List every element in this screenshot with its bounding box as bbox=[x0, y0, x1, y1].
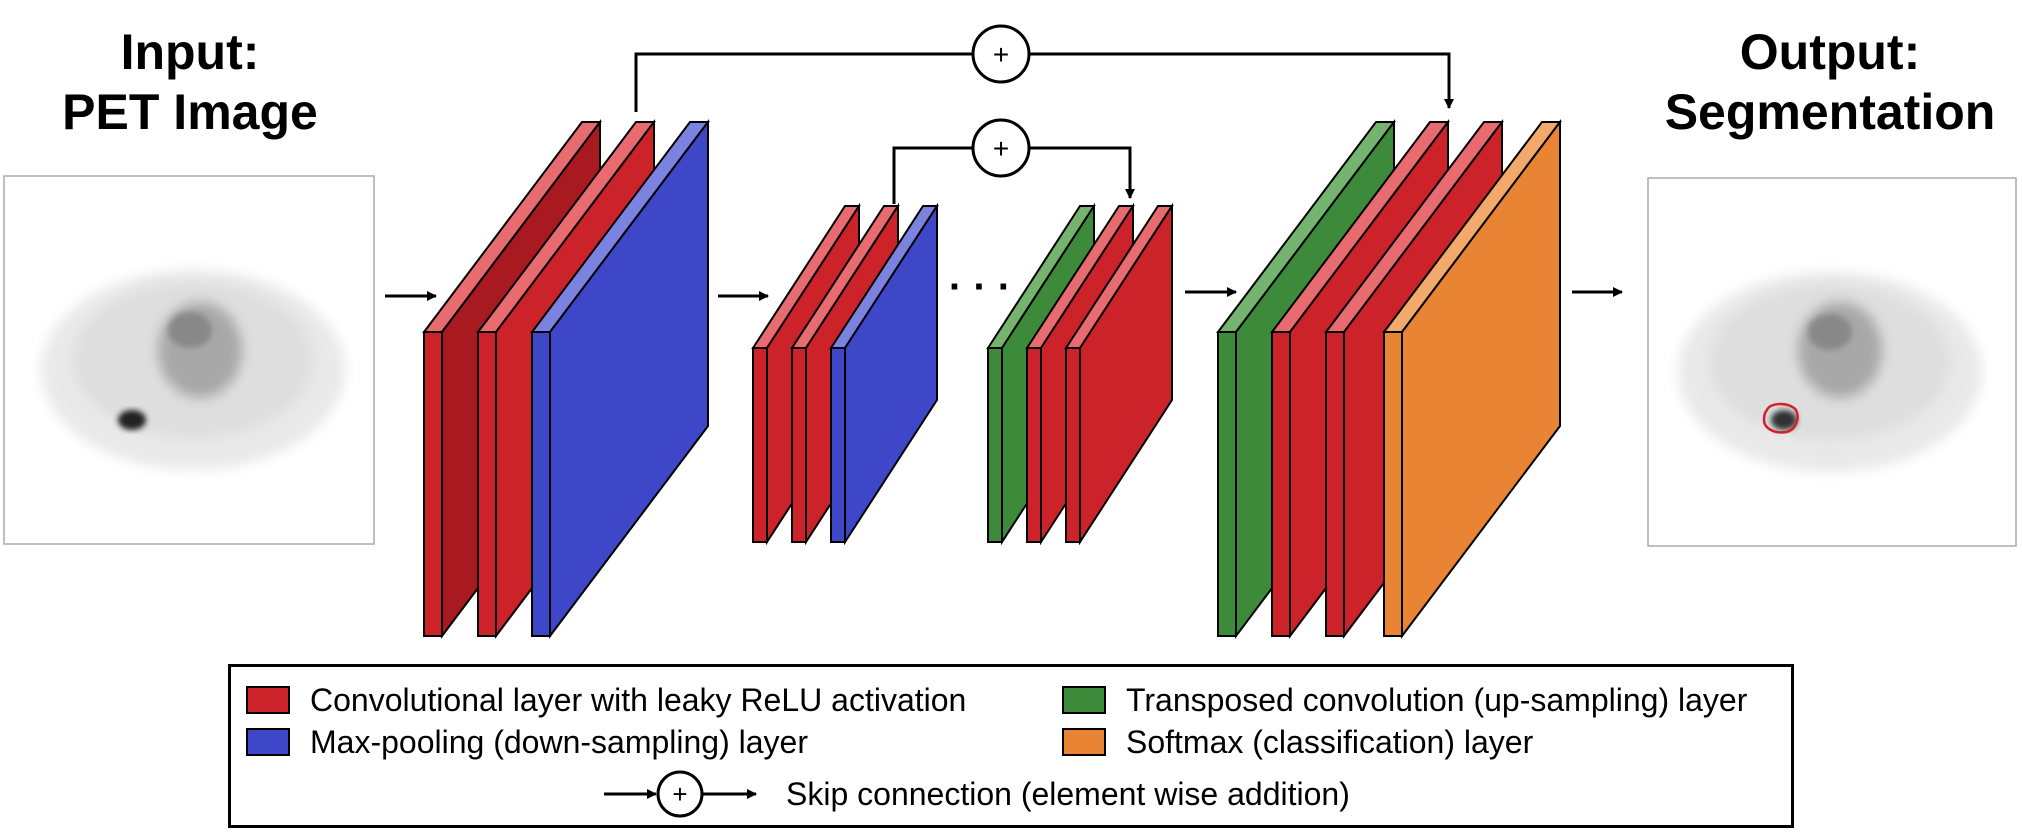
legend-skip-label: Skip connection (element wise addition) bbox=[786, 776, 1350, 812]
output-title: Output: Segmentation bbox=[1640, 22, 2020, 142]
conv-layer-face bbox=[477, 331, 497, 637]
softmax-layer-face bbox=[1383, 331, 1403, 637]
legend-swatch-maxpool bbox=[246, 728, 290, 756]
skip-connection-outer: + bbox=[634, 24, 1454, 112]
input-pet-image bbox=[3, 175, 375, 545]
output-title-line2: Segmentation bbox=[1664, 84, 1996, 140]
tumor-contour bbox=[1762, 402, 1799, 434]
encoder-block-1 bbox=[421, 119, 711, 639]
legend-conv-label: Convolutional layer with leaky ReLU acti… bbox=[310, 682, 967, 718]
input-title-line2: PET Image bbox=[62, 84, 318, 140]
legend-swatch-transposed bbox=[1062, 686, 1106, 714]
legend-softmax-label: Softmax (classification) layer bbox=[1126, 724, 1534, 760]
encoder-block-2 bbox=[751, 202, 939, 546]
decoder-block-2 bbox=[1215, 119, 1563, 639]
output-segmentation-image bbox=[1647, 177, 2017, 547]
ellipsis: · · · bbox=[949, 265, 1011, 309]
legend-skip-symbol: + bbox=[604, 770, 757, 818]
legend-maxpool-label: Max-pooling (down-sampling) layer bbox=[310, 724, 808, 760]
legend-transposed-label: Transposed convolution (up-sampling) lay… bbox=[1126, 682, 1748, 718]
legend-swatch-conv bbox=[246, 686, 290, 714]
skip-connection-inner: + bbox=[892, 118, 1135, 204]
plus-symbol: + bbox=[993, 133, 1009, 164]
legend-swatch-softmax bbox=[1062, 728, 1106, 756]
addition-node bbox=[971, 118, 1031, 178]
plus-symbol: + bbox=[672, 779, 687, 809]
addition-node bbox=[971, 24, 1031, 84]
decoder-block-1 bbox=[986, 202, 1174, 546]
plus-symbol: + bbox=[993, 39, 1009, 70]
legend bbox=[228, 664, 1794, 828]
output-title-line1: Output: bbox=[1739, 24, 1921, 80]
input-title: Input: PET Image bbox=[20, 22, 360, 142]
maxpool-layer-face bbox=[531, 331, 551, 637]
input-title-line1: Input: bbox=[120, 24, 260, 80]
conv-layer-face bbox=[423, 331, 443, 637]
